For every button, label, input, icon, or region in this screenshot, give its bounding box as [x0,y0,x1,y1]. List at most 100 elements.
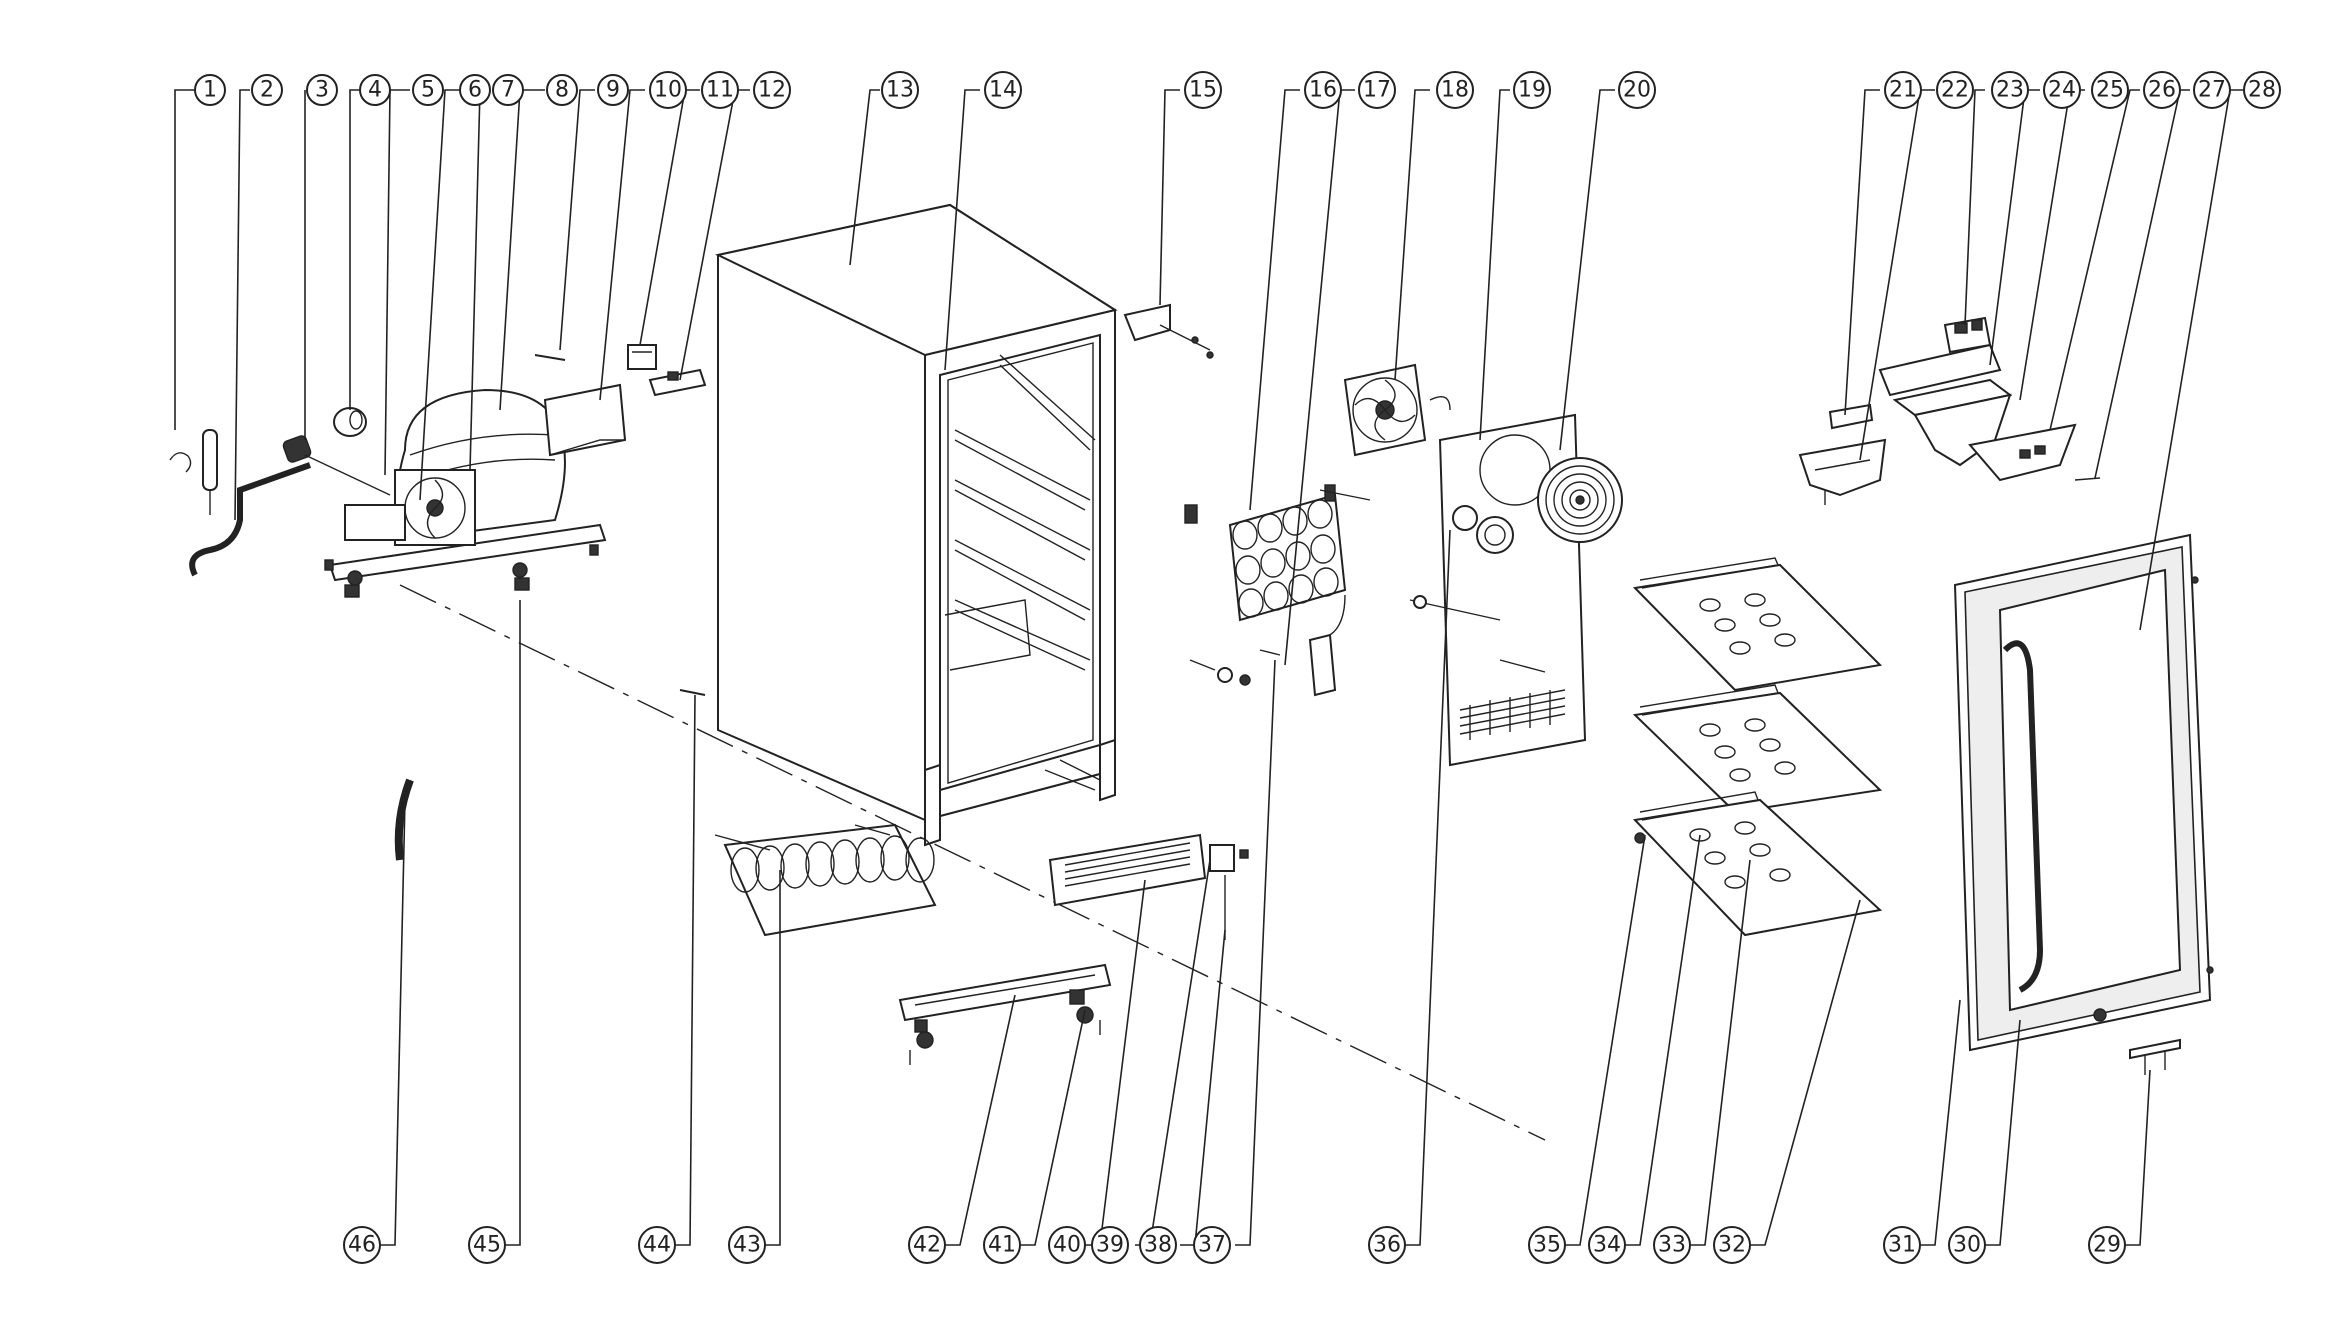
callout-23: 23 [1991,71,2029,109]
callout-32: 32 [1713,1226,1751,1264]
part-evaporator [1184,484,1371,697]
callout-38: 38 [1139,1226,1177,1264]
callout-28: 28 [2243,71,2281,109]
callouts-bottom: 46 45 44 43 42 41 40 39 38 37 36 35 34 3… [343,1226,2126,1264]
svg-text:41: 41 [988,1233,1016,1258]
svg-text:37: 37 [1198,1233,1226,1258]
svg-text:1: 1 [203,78,217,103]
callout-18: 18 [1436,71,1474,109]
part-power-cord [282,435,391,496]
callout-27: 27 [2193,71,2231,109]
svg-text:4: 4 [368,78,382,103]
callout-19: 19 [1513,71,1551,109]
callout-37: 37 [1193,1226,1231,1264]
svg-text:22: 22 [1941,78,1969,103]
part-shelf-bottom [1632,791,1883,937]
svg-text:26: 26 [2148,78,2176,103]
part-capacitor [333,407,367,437]
svg-text:32: 32 [1718,1233,1746,1258]
part-evaporator-fan [1343,363,1451,457]
callout-14: 14 [984,71,1022,109]
svg-text:9: 9 [606,78,620,103]
callout-13: 13 [881,71,919,109]
callout-25: 25 [2091,71,2129,109]
assembly-axis-line [399,584,1546,1141]
callout-16: 16 [1304,71,1342,109]
part-base-rail [898,963,1112,1065]
callout-6: 6 [459,74,491,106]
part-door-hinge [2129,1038,2181,1075]
fan-guard [1537,457,1623,543]
svg-text:40: 40 [1053,1233,1081,1258]
svg-text:3: 3 [315,78,329,103]
leader-lines [174,89,2266,1246]
part-front-grille [1048,833,1249,940]
callout-4: 4 [359,74,391,106]
svg-text:46: 46 [348,1233,376,1258]
part-cabinet [714,203,1118,847]
part-condenser [714,823,937,937]
part-transformer [627,344,657,370]
svg-text:44: 44 [643,1233,671,1258]
svg-text:45: 45 [473,1233,501,1258]
callout-10: 10 [649,71,687,109]
svg-text:29: 29 [2093,1233,2121,1258]
callout-24: 24 [2043,71,2081,109]
part-back-panel [1409,413,1623,767]
svg-text:38: 38 [1144,1233,1172,1258]
callout-39: 39 [1091,1226,1129,1264]
callouts-top: 1 2 3 4 5 6 7 8 9 10 11 12 13 14 15 16 1… [194,71,2281,109]
callout-7: 7 [492,74,524,106]
svg-text:19: 19 [1518,78,1546,103]
svg-text:10: 10 [654,78,682,103]
svg-text:8: 8 [555,78,569,103]
svg-text:21: 21 [1889,78,1917,103]
svg-text:42: 42 [913,1233,941,1258]
callout-46: 46 [343,1226,381,1264]
part-shelf-top [1632,557,1883,692]
callout-41: 41 [983,1226,1021,1264]
part-door [1953,533,2214,1052]
callout-15: 15 [1184,71,1222,109]
part-capillary-tube [189,462,312,577]
svg-text:18: 18 [1441,78,1469,103]
svg-text:23: 23 [1996,78,2024,103]
callout-2: 2 [251,74,283,106]
callout-40: 40 [1048,1226,1086,1264]
callout-17: 17 [1358,71,1396,109]
part-electrical-box [543,383,627,457]
panel-vents [1459,689,1566,740]
callout-1: 1 [194,74,226,106]
svg-text:25: 25 [2096,78,2124,103]
callout-9: 9 [597,74,629,106]
svg-text:6: 6 [468,78,482,103]
callout-5: 5 [412,74,444,106]
svg-text:5: 5 [421,78,435,103]
svg-text:43: 43 [733,1233,761,1258]
part-shelf-middle [1632,684,1883,814]
callout-22: 22 [1936,71,1974,109]
svg-text:36: 36 [1373,1233,1401,1258]
part-heater-bracket [1189,649,1281,686]
svg-text:17: 17 [1363,78,1391,103]
part-rod [534,354,566,361]
callout-8: 8 [546,74,578,106]
part-drain-rod [679,689,706,696]
svg-text:39: 39 [1096,1233,1124,1258]
svg-text:12: 12 [758,78,786,103]
callout-42: 42 [908,1226,946,1264]
callout-43: 43 [728,1226,766,1264]
part-drain-hose [394,778,414,861]
callout-45: 45 [468,1226,506,1264]
callout-44: 44 [638,1226,676,1264]
part-control-housing [1798,316,2101,505]
svg-text:35: 35 [1533,1233,1561,1258]
svg-text:13: 13 [886,78,914,103]
callout-34: 34 [1588,1226,1626,1264]
svg-text:16: 16 [1309,78,1337,103]
svg-text:27: 27 [2198,78,2226,103]
callout-11: 11 [701,71,739,109]
svg-text:28: 28 [2248,78,2276,103]
svg-text:24: 24 [2048,78,2076,103]
